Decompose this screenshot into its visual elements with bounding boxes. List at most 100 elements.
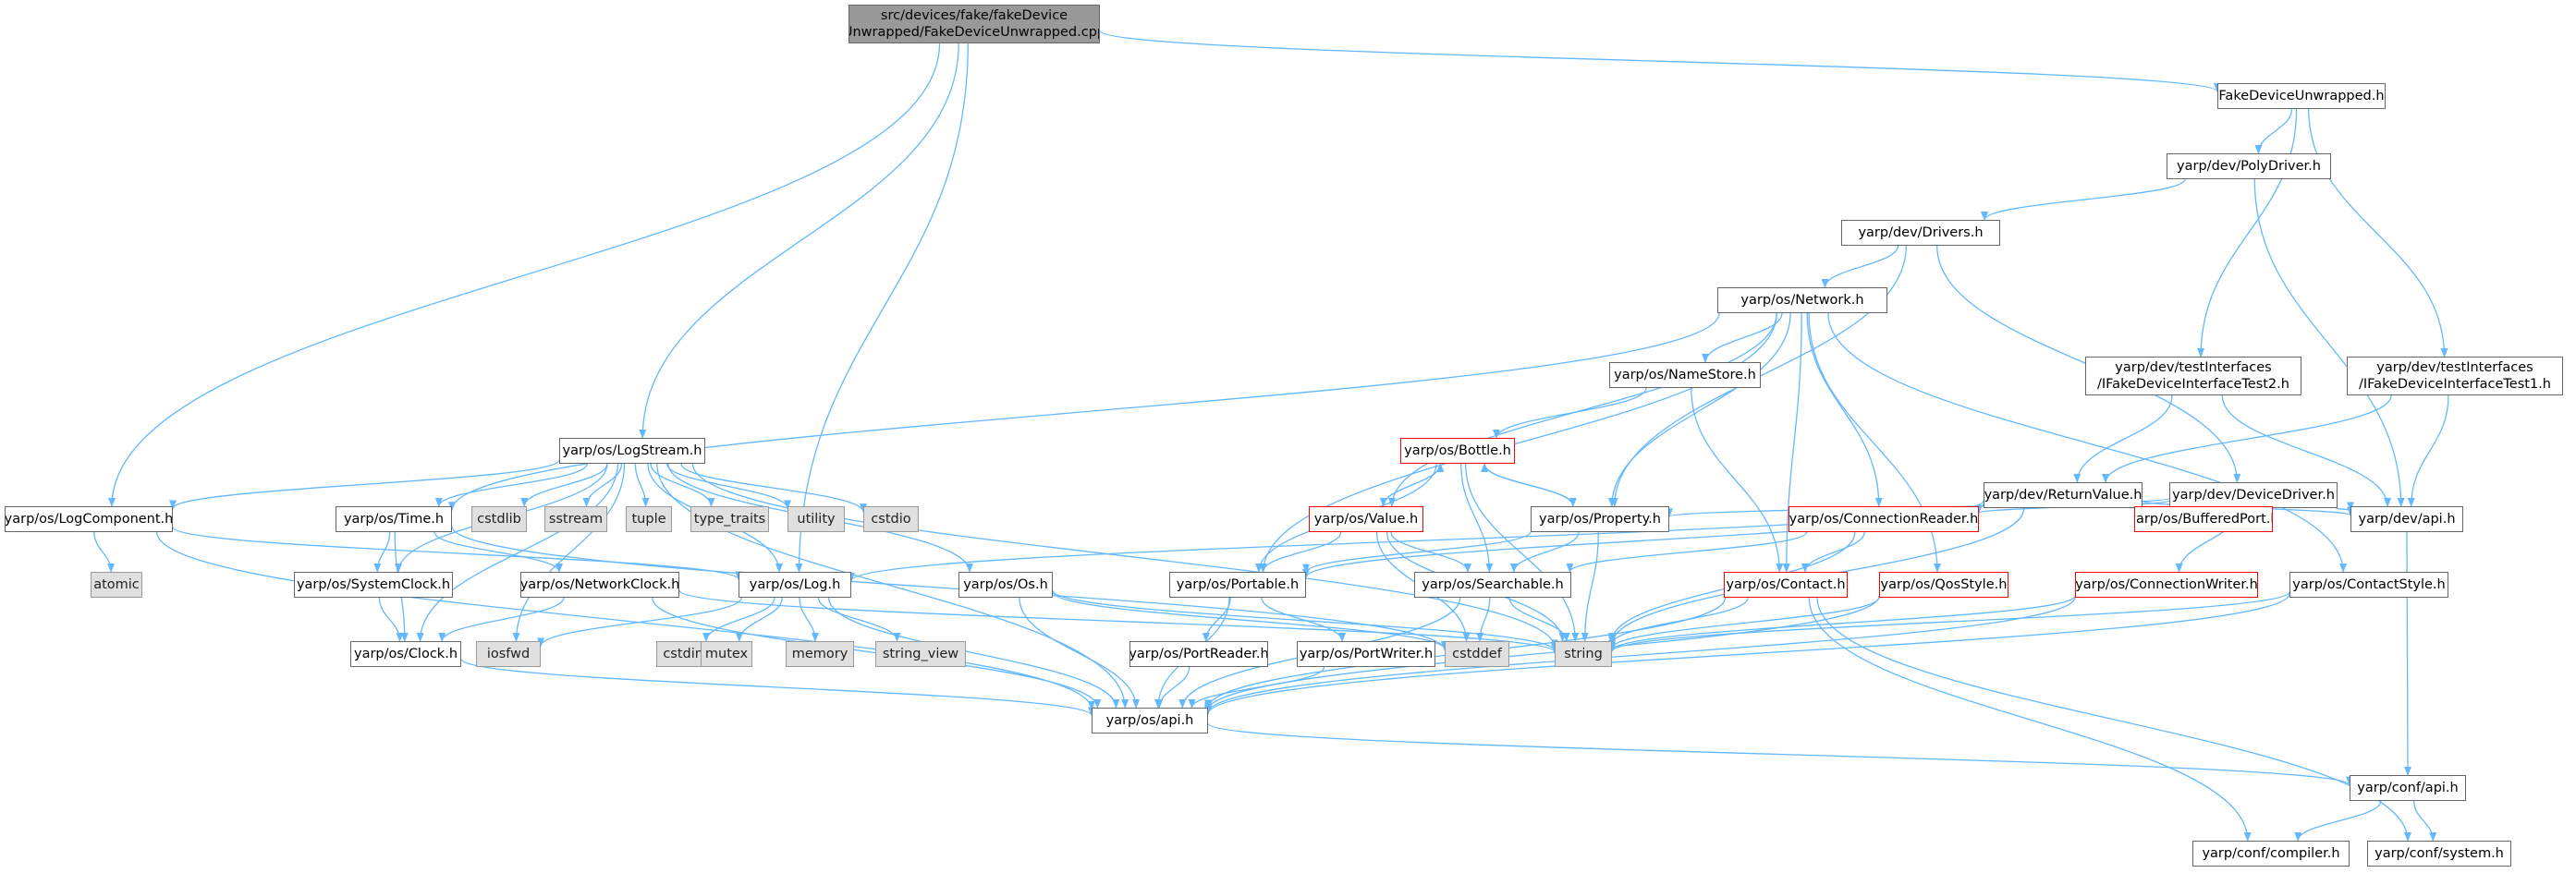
edge-portable-to-portreader xyxy=(1202,597,1231,642)
node-clock[interactable]: yarp/os/Clock.h xyxy=(350,641,461,667)
node-time[interactable]: yarp/os/Time.h xyxy=(336,506,452,532)
node-connwriter[interactable]: yarp/os/ConnectionWriter.h xyxy=(2075,572,2258,598)
node-label: iosfwd xyxy=(486,647,531,661)
node-label: yarp/os/ConnectionReader.h xyxy=(1789,512,1979,527)
node-log[interactable]: yarp/os/Log.h xyxy=(739,572,851,598)
node-test1[interactable]: yarp/dev/testInterfaces/IFakeDeviceInter… xyxy=(2347,357,2563,395)
edge-networkclock-to-clock xyxy=(438,597,565,642)
edge-namestore-to-contact xyxy=(1691,387,1784,573)
node-os[interactable]: yarp/os/Os.h xyxy=(958,572,1053,598)
node-label: yarp/dev/Drivers.h xyxy=(1858,225,1984,240)
node-osapi[interactable]: yarp/os/api.h xyxy=(1092,708,1208,734)
edge-logstream-to-utility xyxy=(665,463,791,510)
node-compiler[interactable]: yarp/conf/compiler.h xyxy=(2192,841,2350,867)
node-searchable[interactable]: yarp/os/Searchable.h xyxy=(1414,572,1571,598)
edge-qosstyle-to-osapi xyxy=(1204,595,1880,712)
node-label: yarp/os/Property.h xyxy=(1539,512,1661,527)
node-label: yarp/os/Value.h xyxy=(1313,512,1419,527)
node-fdu[interactable]: FakeDeviceUnwrapped.h xyxy=(2217,83,2386,109)
node-label: yarp/dev/ReturnValue.h xyxy=(1984,488,2143,503)
node-label: mutex xyxy=(704,647,749,661)
node-bottle[interactable]: yarp/os/Bottle.h xyxy=(1400,438,1515,464)
edge-property-to-bottle xyxy=(1481,463,1574,507)
node-value[interactable]: yarp/os/Value.h xyxy=(1309,506,1423,532)
node-label: yarp/os/LogComponent.h xyxy=(5,512,173,527)
node-label: yarp/conf/system.h xyxy=(2375,846,2504,861)
node-portable[interactable]: yarp/os/Portable.h xyxy=(1169,572,1306,598)
node-label: string_view xyxy=(882,647,959,661)
node-contact[interactable]: yarp/os/Contact.h xyxy=(1724,572,1848,598)
node-label: yarp/os/NetworkClock.h xyxy=(520,577,679,592)
edge-polydriver-to-drivers xyxy=(1981,178,2186,221)
node-label: cstdio xyxy=(871,512,911,527)
edge-logstream-to-cstdlib xyxy=(520,463,608,507)
node-label: yarp/dev/PolyDriver.h xyxy=(2177,159,2321,174)
edge-logstream-to-osapi xyxy=(656,463,1129,709)
node-label: yarp/os/Log.h xyxy=(749,577,841,592)
node-tuple: tuple xyxy=(626,506,672,532)
edge-fdu-to-test2 xyxy=(2197,108,2298,358)
node-systemclock[interactable]: yarp/os/SystemClock.h xyxy=(294,572,453,598)
node-cstdlib: cstdlib xyxy=(471,506,527,532)
edge-log-to-cstdint xyxy=(702,597,775,642)
edge-test1-to-returnvalue xyxy=(2102,394,2392,483)
node-string_view: string_view xyxy=(875,641,966,667)
edge-contactstyle-to-osapi xyxy=(1204,593,2290,715)
node-logstream[interactable]: yarp/os/LogStream.h xyxy=(559,438,705,464)
node-contactstyle[interactable]: yarp/os/ContactStyle.h xyxy=(2289,572,2448,598)
node-label: yarp/os/ConnectionWriter.h xyxy=(2075,577,2258,592)
edge-time-to-systemclock xyxy=(373,531,391,573)
node-qosstyle[interactable]: yarp/os/QosStyle.h xyxy=(1879,572,2008,598)
edge-log-to-mutex xyxy=(735,597,783,642)
node-devicedriver[interactable]: yarp/dev/DeviceDriver.h xyxy=(2169,482,2338,508)
node-devapi[interactable]: yarp/dev/api.h xyxy=(2350,506,2463,532)
edge-polydriver-to-devapi xyxy=(2253,178,2405,507)
node-label: yarp/os/PortWriter.h xyxy=(1299,647,1434,661)
edge-logstream-to-sstream xyxy=(582,463,623,507)
edge-qosstyle-to-string xyxy=(1608,597,1880,649)
edge-logstream-to-iosfwd xyxy=(512,463,626,642)
node-networkclock[interactable]: yarp/os/NetworkClock.h xyxy=(520,572,679,598)
edge-test1-to-devapi xyxy=(2407,394,2449,507)
node-confapi[interactable]: yarp/conf/api.h xyxy=(2350,775,2466,801)
edge-network-to-time xyxy=(448,312,1720,512)
edge-value-to-searchable xyxy=(1390,531,1471,573)
node-network[interactable]: yarp/os/Network.h xyxy=(1717,287,1887,313)
node-logcomponent[interactable]: yarp/os/LogComponent.h xyxy=(5,506,173,532)
edge-searchable-to-string xyxy=(1508,597,1570,642)
node-namestore[interactable]: yarp/os/NameStore.h xyxy=(1609,362,1761,388)
node-label: yarp/conf/compiler.h xyxy=(2202,846,2340,861)
edge-logstream-to-cstdio xyxy=(680,463,867,514)
node-label: yarp/dev/testInterfaces xyxy=(2115,360,2272,375)
node-label: atomic xyxy=(93,577,140,592)
node-label: cstdint xyxy=(663,647,709,661)
edge-log-to-memory xyxy=(799,597,819,642)
node-system[interactable]: yarp/conf/system.h xyxy=(2367,841,2511,867)
edge-systemclock-to-clock xyxy=(378,597,404,642)
node-label: memory xyxy=(791,647,848,661)
node-label: yarp/os/Clock.h xyxy=(353,647,458,661)
node-portwriter[interactable]: yarp/os/PortWriter.h xyxy=(1297,641,1435,667)
node-label: yarp/os/Bottle.h xyxy=(1404,443,1511,458)
node-label: utility xyxy=(797,512,836,527)
node-connreader[interactable]: yarp/os/ConnectionReader.h xyxy=(1789,506,1979,532)
node-label: yarp/os/LogStream.h xyxy=(562,443,702,458)
edge-logstream-to-string xyxy=(691,463,1558,649)
node-returnvalue[interactable]: yarp/dev/ReturnValue.h xyxy=(1984,482,2143,508)
edge-value-to-bottle xyxy=(1383,463,1445,507)
node-bufferedport[interactable]: yarp/os/BufferedPort.h xyxy=(2134,506,2273,532)
node-label: type_traits xyxy=(693,512,766,527)
node-portreader[interactable]: yarp/os/PortReader.h xyxy=(1129,641,1268,667)
edge-network-to-contact xyxy=(1782,312,1802,573)
node-polydriver[interactable]: yarp/dev/PolyDriver.h xyxy=(2167,153,2331,179)
edge-network-to-value xyxy=(1387,312,1777,507)
node-drivers[interactable]: yarp/dev/Drivers.h xyxy=(1841,220,2000,246)
edge-os-to-osapi xyxy=(1019,597,1141,709)
edge-time-to-cstddef xyxy=(451,526,1448,651)
node-memory: memory xyxy=(786,641,854,667)
node-label: yarp/conf/api.h xyxy=(2357,781,2459,795)
node-test2[interactable]: yarp/dev/testInterfaces/IFakeDeviceInter… xyxy=(2085,357,2301,395)
node-property[interactable]: yarp/os/Property.h xyxy=(1531,506,1669,532)
edge-network-to-connreader xyxy=(1806,312,1883,507)
